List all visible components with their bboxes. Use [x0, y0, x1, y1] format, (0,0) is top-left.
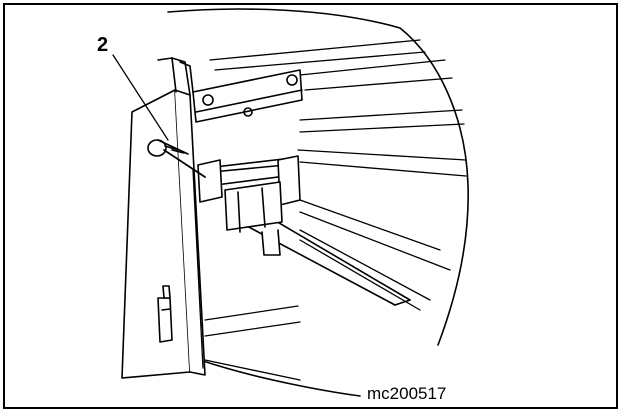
- callout-label: 2: [97, 34, 109, 56]
- figure-id: mc200517: [367, 384, 447, 403]
- figure-frame: [3, 3, 618, 409]
- screw-head: [243, 107, 253, 117]
- lock-pin: [147, 139, 206, 178]
- square-bracket: [197, 155, 301, 256]
- screw-head: [202, 94, 214, 106]
- frame-rails: [209, 39, 467, 311]
- screw-head: [286, 74, 298, 86]
- inner-frame: [192, 169, 301, 381]
- callout-leader: [112, 54, 169, 141]
- post-bolt: [157, 285, 173, 343]
- detail-circle-outline: [167, 8, 469, 346]
- detail-circle-lower: [199, 359, 361, 397]
- mounting-plate: [192, 69, 303, 123]
